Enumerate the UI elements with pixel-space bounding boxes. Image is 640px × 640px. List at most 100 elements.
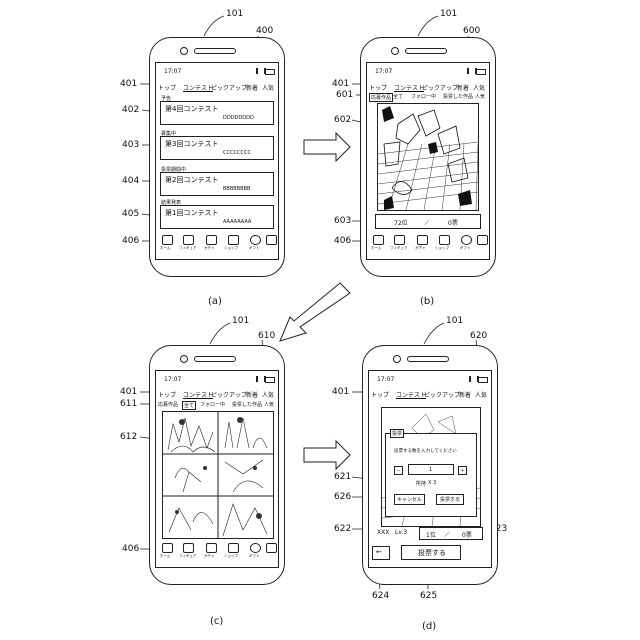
gacha-icon[interactable] — [206, 543, 217, 553]
ref-400: 400 — [256, 26, 273, 36]
tab-new[interactable]: 新着 — [246, 83, 258, 92]
contest-card[interactable]: 第3回コンテスト CCCCCCCC — [160, 136, 274, 160]
subtab-all[interactable]: 全て — [393, 93, 403, 100]
cancel-button[interactable]: キャンセル — [394, 494, 425, 505]
vote-count-input[interactable]: 1 — [408, 464, 454, 475]
ref-603: 603 — [334, 216, 351, 226]
gift-icon[interactable] — [250, 235, 261, 245]
tab-popular[interactable]: 人気 — [262, 390, 274, 399]
subtab-entries[interactable]: 応募作品 — [158, 401, 178, 408]
minus-button[interactable]: － — [394, 466, 403, 475]
figure-icon[interactable] — [183, 543, 194, 553]
subtab-entries[interactable]: 応募作品 — [369, 93, 393, 102]
tab-new[interactable]: 新着 — [459, 390, 471, 399]
contest-card[interactable]: 第2回コンテスト BBBBBBBB — [160, 172, 274, 196]
subtab-posted[interactable]: 投票した作品 — [232, 401, 262, 408]
tab-top[interactable]: トップ — [158, 390, 176, 399]
home-icon[interactable] — [162, 235, 173, 245]
speaker — [194, 48, 236, 54]
shop-icon[interactable] — [228, 543, 239, 553]
back-button[interactable]: ← — [372, 546, 390, 560]
tab-pickup[interactable]: ピックアップ — [211, 390, 247, 399]
tab-popular[interactable]: 人気 — [475, 390, 487, 399]
menu-icon[interactable] — [477, 235, 488, 245]
nav-label: ショップ — [224, 554, 238, 559]
entry-thumbnails — [163, 412, 273, 538]
contest-code: BBBBBBBB — [223, 186, 250, 192]
tab-new[interactable]: 新着 — [246, 390, 258, 399]
screen-a: 17:07 トップ コンテスト ピックアップ 新着 人気 予告 第4回コンテスト… — [155, 62, 279, 260]
subtab-popular[interactable]: 人気 — [475, 93, 485, 100]
tab-pickup[interactable]: ピックアップ — [424, 390, 460, 399]
ref-600: 600 — [463, 26, 480, 36]
screen-d: 17:07 トップ コンテスト ピックアップ 新着 人気 投票 投票する数を入力… — [368, 370, 492, 568]
shop-icon[interactable] — [439, 235, 450, 245]
separator: ／ — [444, 530, 450, 539]
back-arrow-icon: ← — [376, 548, 382, 556]
contest-title: 第4回コンテスト — [165, 104, 218, 114]
subtab-all[interactable]: 全て — [182, 401, 196, 410]
subtab-following[interactable]: フォロー中 — [200, 401, 225, 408]
ref-401-d: 401 — [332, 387, 349, 397]
vote-button-label: 投票する — [418, 548, 446, 558]
tab-popular[interactable]: 人気 — [262, 83, 274, 92]
home-icon[interactable] — [373, 235, 384, 245]
home-icon[interactable] — [162, 543, 173, 553]
menu-icon[interactable] — [266, 543, 277, 553]
figure-icon[interactable] — [183, 235, 194, 245]
entry-sketch — [378, 104, 478, 210]
subtab-popular[interactable]: 人気 — [264, 401, 274, 408]
subtab-posted[interactable]: 投票した作品 — [443, 93, 473, 100]
battery-icon — [476, 69, 486, 75]
nav-label: フィギュア — [390, 246, 407, 251]
gacha-icon[interactable] — [206, 235, 217, 245]
tab-top[interactable]: トップ — [369, 83, 387, 92]
contest-code: AAAAAAAA — [223, 219, 251, 225]
contest-card[interactable]: 第4回コンテスト DDDDDDDD — [160, 101, 274, 125]
gacha-icon[interactable] — [417, 235, 428, 245]
ref-612: 612 — [120, 432, 137, 442]
menu-icon[interactable] — [266, 235, 277, 245]
vote-count: 1 — [429, 467, 432, 473]
tab-contest[interactable]: コンテスト — [183, 83, 213, 92]
tab-top[interactable]: トップ — [371, 390, 389, 399]
ref-101-c: 101 — [232, 316, 249, 326]
figure-icon[interactable] — [394, 235, 405, 245]
tab-contest[interactable]: コンテスト — [396, 390, 426, 399]
tab-pickup[interactable]: ピックアップ — [422, 83, 458, 92]
phone-d: 17:07 トップ コンテスト ピックアップ 新着 人気 投票 投票する数を入力… — [362, 345, 498, 585]
shop-icon[interactable] — [228, 235, 239, 245]
tab-new[interactable]: 新着 — [457, 83, 469, 92]
subtab-following[interactable]: フォロー中 — [411, 93, 436, 100]
battery-icon — [265, 377, 275, 383]
gift-icon[interactable] — [250, 543, 261, 553]
confirm-button[interactable]: 投票する — [436, 494, 464, 505]
tab-top[interactable]: トップ — [158, 83, 176, 92]
entry-image[interactable] — [377, 103, 479, 211]
vote-button[interactable]: 投票する — [401, 545, 461, 560]
nav-label: ガチャ — [204, 246, 214, 251]
ref-621: 621 — [334, 472, 351, 482]
ref-624: 624 — [372, 591, 389, 601]
ref-405: 405 — [122, 209, 139, 219]
tab-popular[interactable]: 人気 — [473, 83, 485, 92]
plus-button[interactable]: ＋ — [458, 466, 467, 475]
status-time: 17:07 — [377, 376, 394, 383]
entry-grid — [162, 411, 274, 539]
user-name: XXX — [377, 529, 389, 536]
contest-card[interactable]: 第1回コンテスト AAAAAAAA — [160, 205, 274, 229]
dialog-tag: 投票 — [390, 429, 404, 438]
votes-text: 0票 — [448, 218, 458, 227]
contest-title: 第2回コンテスト — [165, 175, 218, 185]
ref-625: 625 — [420, 591, 437, 601]
arrow-c-to-d — [304, 441, 350, 469]
gift-icon[interactable] — [461, 235, 472, 245]
status-time: 17:07 — [164, 68, 181, 75]
tab-contest[interactable]: コンテスト — [183, 390, 213, 399]
vote-dialog: 投票 投票する数を入力してください － 1 ＋ 所持 X 3 キャンセル 投票す… — [385, 433, 477, 517]
dialog-text: 投票する数を入力してください — [394, 448, 457, 454]
tab-contest[interactable]: コンテスト — [394, 83, 424, 92]
camera — [391, 47, 399, 55]
tab-pickup[interactable]: ピックアップ — [211, 83, 247, 92]
points-label: 所持 — [416, 480, 426, 487]
